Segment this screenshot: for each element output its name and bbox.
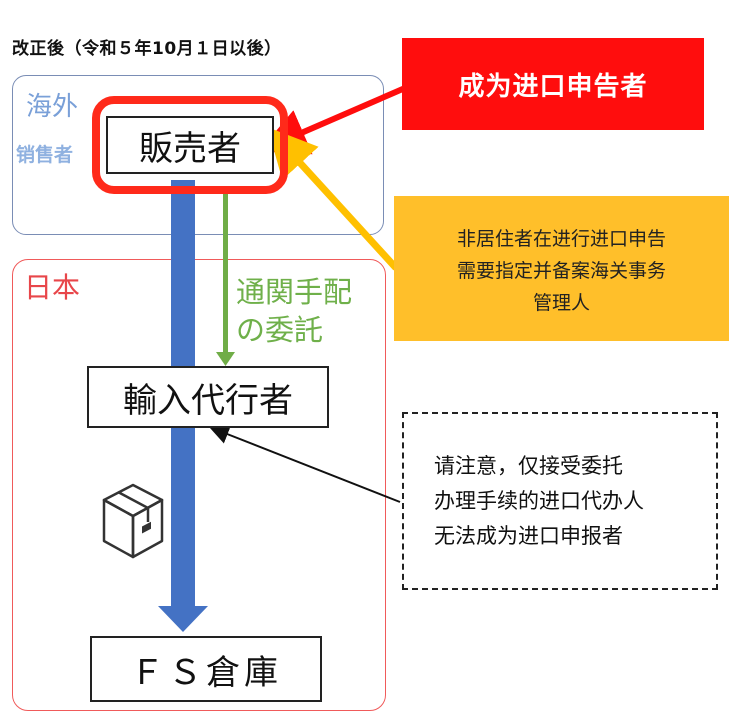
- customs-delegation-arrow: [216, 192, 235, 366]
- import-declarant-callout: 成为进口申告者: [402, 38, 704, 130]
- seller-highlight: [92, 96, 288, 194]
- importer-box: 輸入代行者: [87, 366, 329, 428]
- overseas-region: [12, 75, 384, 235]
- seller-box: 販売者: [106, 116, 274, 174]
- red-callout-arrow: [258, 85, 407, 155]
- yellow-callout-arrow: [267, 127, 399, 271]
- customs-delegation-label: 通関手配 の委託: [236, 275, 353, 347]
- japan-region: [12, 259, 386, 711]
- warehouse-box: ＦＳ倉庫: [90, 636, 322, 702]
- overseas-label: 海外: [26, 92, 79, 122]
- customs-agent-callout: 非居住者在进行进口申告 需要指定并备案海关事务 管理人: [394, 196, 729, 341]
- japan-label: 日本: [24, 271, 81, 304]
- package-icon: [102, 483, 164, 559]
- note-arrow: [208, 424, 401, 503]
- page-title: 改正後（令和５年10月１日以後）: [12, 39, 282, 59]
- overseas-sub-label: 销售者: [16, 144, 74, 166]
- importer-note-callout: 请注意，仅接受委托 办理手续的进口代办人 无法成为进口申报者: [402, 412, 718, 590]
